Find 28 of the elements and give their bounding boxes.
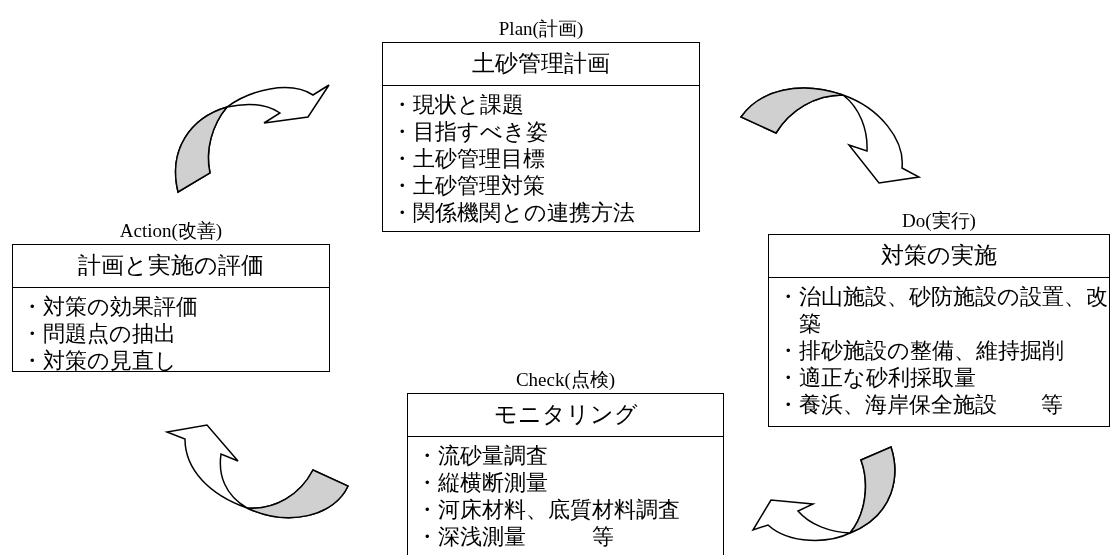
list-item: ・養浜、海岸保全施設 等	[777, 392, 1064, 419]
phase-heading: Plan(計画)	[497, 17, 585, 41]
list-item: ・対策の見直し	[21, 348, 178, 375]
box-title: 土砂管理計画	[383, 43, 699, 86]
list-item: ・目指すべき姿	[391, 119, 549, 146]
list-item: ・河床材料、底質材料調査	[416, 497, 681, 524]
curved-arrow	[752, 446, 896, 542]
phase-heading: Action(改善)	[118, 219, 224, 243]
phase-heading: Check(点検)	[514, 368, 617, 392]
phase-heading: Do(実行)	[901, 209, 977, 233]
box-title: 対策の実施	[769, 235, 1109, 278]
curved-arrow	[174, 84, 330, 193]
list-item: ・現状と課題	[391, 92, 525, 119]
list-item: ・排砂施設の整備、維持掘削	[777, 338, 1065, 365]
curved-arrow	[740, 87, 920, 184]
list-item: ・深浅測量 等	[416, 524, 615, 551]
list-item: ・治山施設、砂防施設の設置、改築	[777, 284, 1109, 338]
list-item: ・関係機関との連携方法	[391, 200, 636, 227]
curved-arrow	[166, 424, 349, 519]
box-title: 計画と実施の評価	[13, 245, 329, 288]
list-item: ・対策の効果評価	[21, 294, 199, 321]
list-item: ・問題点の抽出	[21, 321, 177, 348]
list-item: ・土砂管理目標	[391, 146, 546, 173]
list-item: ・縦横断測量	[416, 470, 549, 497]
list-item: ・適正な砂利採取量	[777, 365, 977, 392]
list-item: ・土砂管理対策	[391, 173, 546, 200]
box-title: モニタリング	[408, 394, 723, 437]
list-item: ・流砂量調査	[416, 443, 549, 470]
